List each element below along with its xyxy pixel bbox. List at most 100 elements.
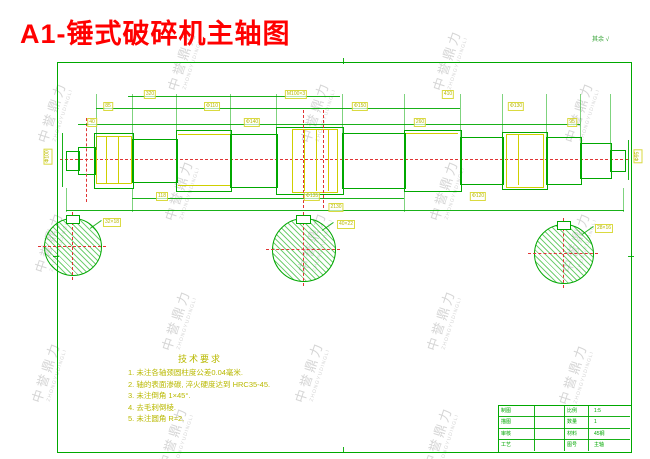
- extension-line: [132, 188, 133, 212]
- section-b-label: 40×22: [336, 220, 356, 229]
- dim-label: Φ140: [243, 118, 261, 127]
- dimension-line-right-dia: [628, 140, 629, 180]
- keyway-detail: [506, 134, 544, 188]
- title-block-line: [498, 428, 630, 429]
- dim-label: Φ120: [469, 192, 487, 201]
- title-block-cell: 审核: [501, 431, 512, 437]
- extension-line: [404, 188, 405, 212]
- extension-line: [460, 94, 461, 150]
- shaft-segment: [78, 147, 96, 175]
- extension-line: [580, 94, 581, 150]
- roughness-symbol-icon: √: [605, 37, 609, 43]
- dim-label: 95: [567, 118, 577, 127]
- shaft-segment: [502, 132, 548, 190]
- section-a-centerline-v: [72, 212, 73, 280]
- detail-line: [118, 137, 119, 183]
- dim-label: 320: [143, 90, 157, 99]
- detail-line: [106, 137, 107, 183]
- dim-label: Φ110: [204, 102, 220, 111]
- title-block-cell: 1:5: [594, 408, 601, 414]
- title-block-cell: 图号: [567, 442, 578, 448]
- title-block-cell: 工艺: [501, 442, 512, 448]
- extension-line: [502, 94, 503, 150]
- keyway-line: [178, 185, 230, 186]
- section-cut-line: [323, 110, 324, 208]
- extension-line: [546, 94, 547, 150]
- dim-label-right-dia: Φ95: [633, 149, 643, 164]
- technical-requirements: 技术要求 1. 未注各轴颈圆柱度公差0.04毫米. 2. 轴的表面渗碳, 淬火硬…: [128, 352, 270, 425]
- keyway-line: [406, 133, 458, 134]
- section-b-centerline-v: [303, 212, 304, 286]
- dim-label: Φ150: [351, 102, 369, 111]
- keyway-detail: [96, 136, 132, 184]
- keyway-slot-b: [296, 215, 311, 224]
- title-block-cell: 45钢: [594, 431, 605, 437]
- title-block-cell: 比例: [567, 408, 578, 414]
- title-block: [498, 405, 632, 453]
- shaft-segment: [176, 130, 232, 192]
- tech-requirement-item: 1. 未注各轴颈圆柱度公差0.04毫米.: [128, 368, 244, 377]
- extension-line: [623, 188, 624, 212]
- page-title: A1-锤式破碎机主轴图: [20, 19, 291, 49]
- title-block-line: [498, 439, 630, 440]
- section-a-label: 32×18: [102, 218, 122, 227]
- dim-label: 85: [103, 102, 113, 111]
- detail-line: [518, 135, 519, 185]
- extension-line: [230, 94, 231, 150]
- extension-line: [404, 94, 405, 150]
- shaft-segment: [610, 150, 626, 172]
- extension-line: [132, 94, 133, 150]
- dim-label: 40: [87, 118, 97, 127]
- shaft-segment: [580, 143, 612, 179]
- shaft-segment: [342, 133, 406, 189]
- title-block-line: [498, 416, 630, 417]
- dim-label-overall: 2130: [328, 203, 344, 212]
- dim-label: Φ135: [303, 192, 321, 201]
- dim-label: 260: [413, 118, 427, 127]
- dim-label: 118: [156, 192, 168, 201]
- dim-label: Φ130: [507, 102, 525, 111]
- shaft-segment: [132, 139, 178, 183]
- extension-line: [276, 94, 277, 150]
- title-block-cell: 数量: [567, 419, 578, 425]
- dim-label: 410: [441, 90, 455, 99]
- dimension-line-left-dia: [62, 133, 63, 187]
- title-block-cell: 描图: [501, 419, 512, 425]
- title-block-cell: 制图: [501, 408, 512, 414]
- shaft-centerline: [60, 159, 628, 160]
- tech-requirement-item: 5. 未注圆角 R≈2.: [128, 414, 185, 423]
- section-c-label: 28×16: [594, 224, 614, 233]
- extension-line: [342, 94, 343, 150]
- tech-requirement-item: 3. 未注倒角 1×45°.: [128, 391, 191, 400]
- frame-tick-right: [628, 256, 634, 257]
- detail-line: [316, 129, 317, 191]
- dim-label: M100×3: [284, 90, 308, 99]
- surface-roughness-note: 其余 √: [592, 34, 609, 43]
- dimension-line: [96, 108, 460, 109]
- dimension-line: [128, 96, 340, 97]
- tech-requirement-item: 2. 轴的表面渗碳, 淬火硬度达到 HRC35-45.: [128, 379, 271, 389]
- dimension-line: [78, 124, 580, 125]
- tech-requirements-title: 技术要求: [178, 354, 223, 364]
- roughness-label: 其余: [592, 37, 605, 43]
- section-cut-line: [86, 118, 87, 202]
- title-block-cell: 1: [594, 419, 597, 425]
- shaft-segment: [66, 151, 80, 171]
- detail-line: [304, 129, 305, 191]
- hub-detail: [292, 129, 338, 193]
- title-block-cell: 主轴: [594, 442, 605, 448]
- shaft-segment: [94, 133, 134, 189]
- keyway-line: [178, 134, 230, 135]
- shaft-segment: [460, 137, 504, 185]
- dim-label-left-dia: Φ100: [43, 148, 53, 165]
- keyway-slot-a: [66, 215, 80, 224]
- dimension-line: [132, 198, 404, 199]
- dimension-line-overall: [66, 210, 624, 211]
- tech-requirement-item: 4. 去毛刺倒棱.: [128, 402, 176, 412]
- frame-tick-bottom: [343, 447, 344, 453]
- frame-tick-top: [343, 58, 344, 64]
- shaft-segment: [404, 130, 462, 192]
- shaft-segment: [546, 137, 582, 185]
